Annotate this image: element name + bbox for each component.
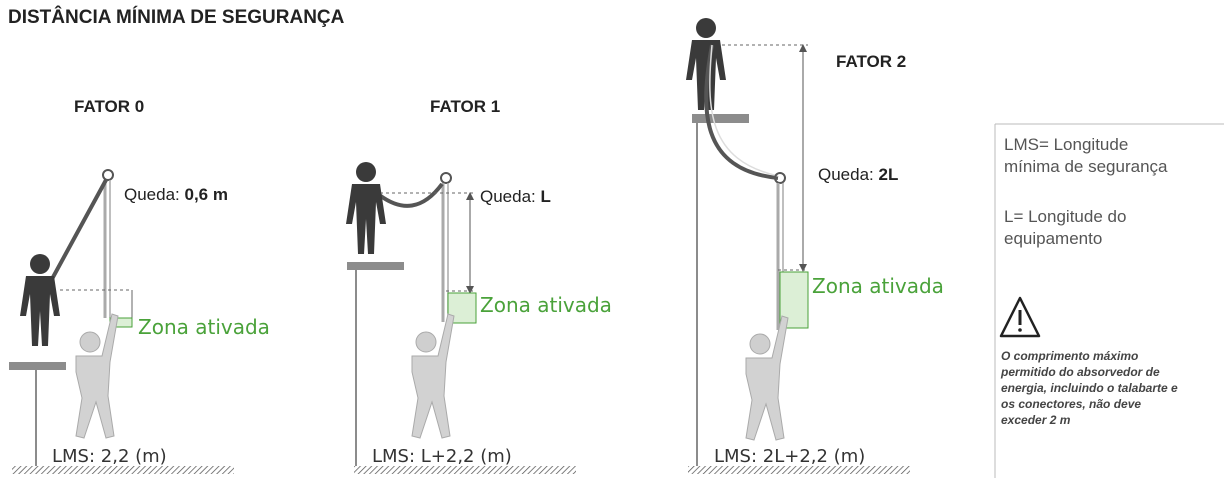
lms-label: LMS: 2L+2,2 (m) <box>714 446 865 467</box>
worker-icon <box>346 162 386 254</box>
factor-label: FATOR 0 <box>74 97 144 116</box>
page-title: DISTÂNCIA MÍNIMA DE SEGURANÇA <box>8 6 345 28</box>
legend-lms-line2: mínima de segurança <box>1004 157 1168 176</box>
legend-lms-line1: LMS= Longitude <box>1004 135 1128 154</box>
ground <box>354 466 576 474</box>
legend-box: LMS= Longitude mínima de segurança L= Lo… <box>994 123 1224 478</box>
falling-worker-icon <box>745 315 789 441</box>
note-line: permitido do absorvedor de <box>1000 365 1160 379</box>
legend-l-line2: equipamento <box>1004 229 1102 248</box>
factor-label: FATOR 2 <box>836 52 906 71</box>
warning-triangle-icon <box>999 296 1041 338</box>
factor-label: FATOR 1 <box>430 97 500 116</box>
fall-label: Queda: 0,6 m <box>124 185 228 204</box>
activated-zone-label: Zona ativada <box>812 274 944 298</box>
platform <box>9 362 66 370</box>
lanyard <box>704 44 779 180</box>
fall-label: Queda: L <box>480 187 551 206</box>
note-line: os conectores, não deve <box>1001 397 1141 411</box>
ground <box>688 466 910 474</box>
panel-fator-2: FATOR 2 Queda: 2L Zona ativada LMS: 2L+2… <box>686 18 944 474</box>
activated-zone-label: Zona ativada <box>480 293 612 317</box>
worker-icon <box>20 254 60 346</box>
anchor-point-icon <box>440 172 452 184</box>
fall-label: Queda: 2L <box>818 165 898 184</box>
lms-label: LMS: L+2,2 (m) <box>372 446 512 467</box>
lanyard <box>376 182 444 208</box>
legend-l-line1: L= Longitude do <box>1004 207 1126 226</box>
lms-label: LMS: 2,2 (m) <box>52 446 167 467</box>
platform <box>692 114 749 123</box>
platform <box>347 262 404 270</box>
lanyard <box>44 179 108 291</box>
ground <box>12 466 234 474</box>
falling-worker-icon <box>75 313 119 439</box>
activated-zone-label: Zona ativada <box>138 315 270 339</box>
note-line: exceder 2 m <box>1001 413 1071 427</box>
panel-fator-0: FATOR 0 Queda: 0,6 m Zona ativada LMS: 2… <box>9 97 270 474</box>
note-line: energia, incluindo o talabarte e <box>1001 381 1178 395</box>
anchor-point-icon <box>102 169 114 181</box>
panel-fator-1: FATOR 1 Queda: L Zona ativada LMS: L+2,2… <box>346 97 612 474</box>
falling-worker-icon <box>411 313 455 439</box>
note-line: O comprimento máximo <box>1001 349 1138 363</box>
anchor-point-icon <box>774 172 786 184</box>
